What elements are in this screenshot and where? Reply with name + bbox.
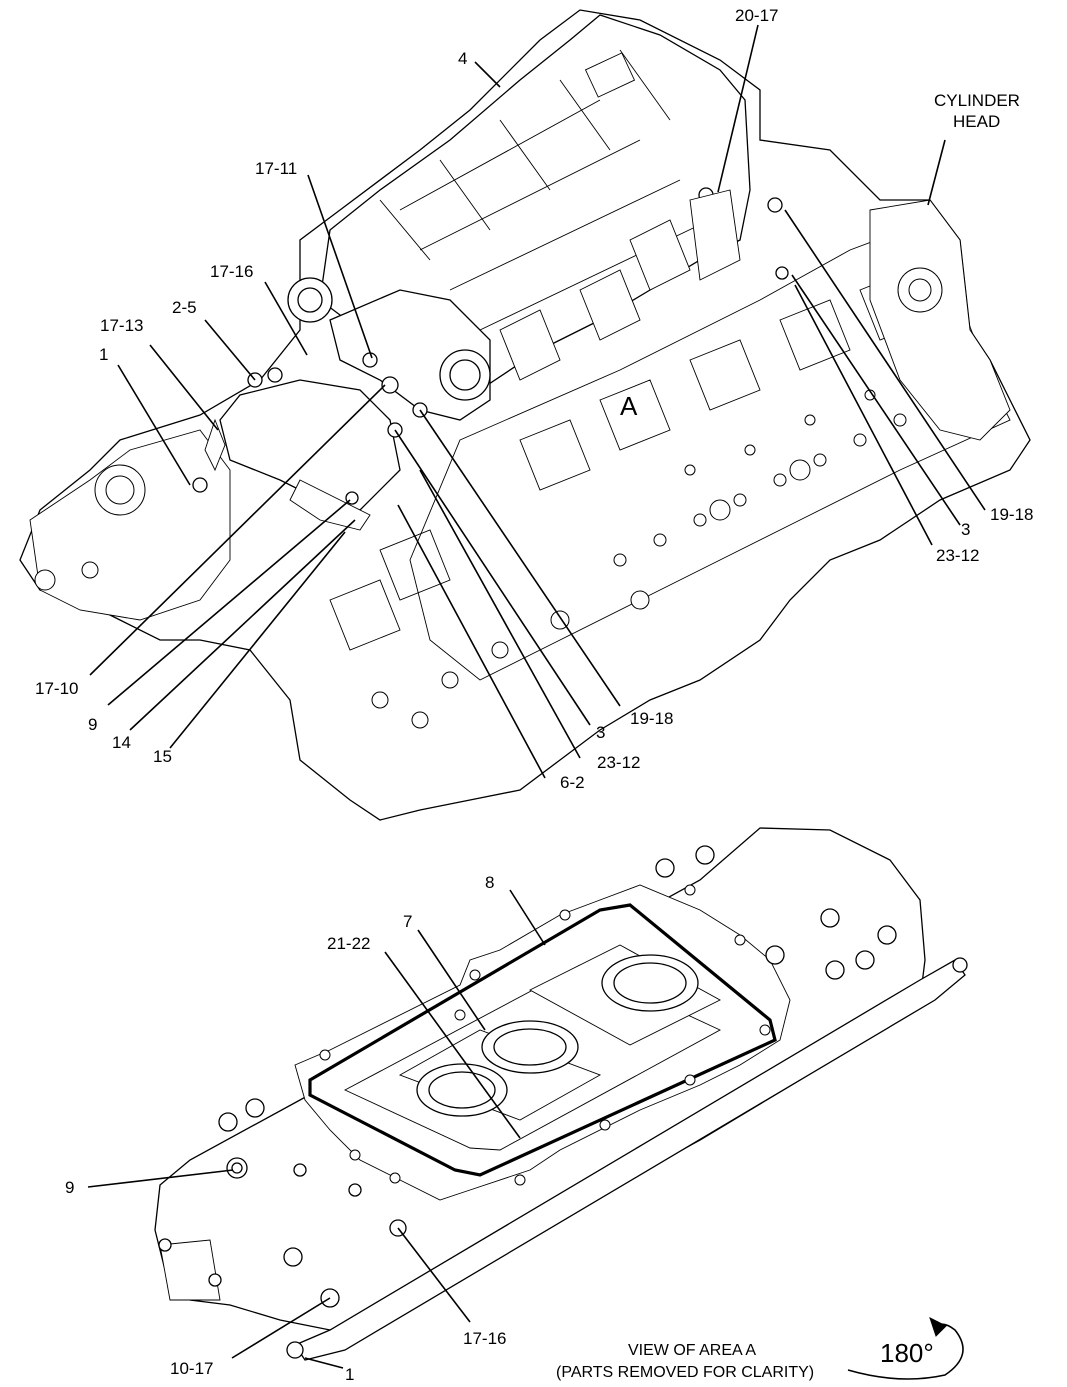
lower-callouts: 8 7 21-22 9 17-16 10-17 1 <box>65 873 506 1384</box>
callout-17-13: 17-13 <box>100 316 143 335</box>
area-a-label: A <box>620 391 638 421</box>
throttle-body <box>289 479 371 531</box>
callout-14: 14 <box>112 733 131 752</box>
gasket-8 <box>308 903 777 1177</box>
intake-plenum-front <box>219 379 401 511</box>
callout-4: 4 <box>458 49 467 68</box>
callout-8: 8 <box>485 873 494 892</box>
callout-3-mid: 3 <box>596 723 605 742</box>
supercharger-plate <box>584 52 636 98</box>
left-end-bracket <box>159 1239 221 1301</box>
rear-bracket <box>689 189 741 281</box>
callout-cylinder-head-line1: CYLINDER <box>934 91 1020 110</box>
callout-23-12-right: 23-12 <box>936 546 979 565</box>
callout-17-16-bottom: 17-16 <box>463 1329 506 1348</box>
callout-1-bottom: 1 <box>345 1365 354 1384</box>
callout-17-16-top: 17-16 <box>210 262 253 281</box>
callout-17-11: 17-11 <box>255 159 297 178</box>
callout-9-bottom: 9 <box>65 1178 74 1197</box>
view-note-title: VIEW OF AREA A <box>628 1342 756 1359</box>
upper-engine-assembly <box>19 9 1031 821</box>
tube-1 <box>294 959 966 1361</box>
callout-cylinder-head-line2: HEAD <box>953 112 1000 131</box>
callout-19-18-mid: 19-18 <box>630 709 673 728</box>
callout-23-12-mid: 23-12 <box>597 753 640 772</box>
rotation-arrow-icon <box>847 1323 964 1380</box>
deck-bolt-holes <box>371 389 907 729</box>
upper-callouts: 20-17 4 CYLINDER HEAD 17-11 17-16 2-5 17… <box>35 6 1033 792</box>
callout-21-22: 21-22 <box>327 934 370 953</box>
callout-19-18-right: 19-18 <box>990 505 1033 524</box>
view-note: VIEW OF AREA A (PARTS REMOVED FOR CLARIT… <box>556 1317 964 1381</box>
callout-3-right: 3 <box>961 520 970 539</box>
callout-9-top: 9 <box>88 715 97 734</box>
cylinder-head-deck <box>409 219 1011 681</box>
callout-7: 7 <box>403 912 412 931</box>
view-note-subtitle: (PARTS REMOVED FOR CLARITY) <box>556 1364 814 1381</box>
callout-6-2: 6-2 <box>560 773 585 792</box>
flange-bolt-holes <box>319 884 771 1186</box>
side-bolts <box>218 845 897 1308</box>
lower-leader-lines <box>87 889 546 1369</box>
callout-10-17: 10-17 <box>170 1359 213 1378</box>
callout-2-5: 2-5 <box>172 298 197 317</box>
callout-1-top: 1 <box>99 345 108 364</box>
lower-view-area-a <box>154 827 968 1361</box>
callout-17-10: 17-10 <box>35 679 78 698</box>
callout-15: 15 <box>153 747 172 766</box>
left-head-bank <box>29 429 231 621</box>
supercharger-ribs <box>379 49 711 331</box>
rotation-label: 180° <box>880 1338 934 1368</box>
callout-20-17: 20-17 <box>735 6 778 25</box>
right-head-end <box>869 199 1011 441</box>
rotation-arrowhead-icon <box>929 1317 947 1337</box>
upper-leader-lines <box>89 24 986 779</box>
sensor-fitting <box>192 477 208 493</box>
